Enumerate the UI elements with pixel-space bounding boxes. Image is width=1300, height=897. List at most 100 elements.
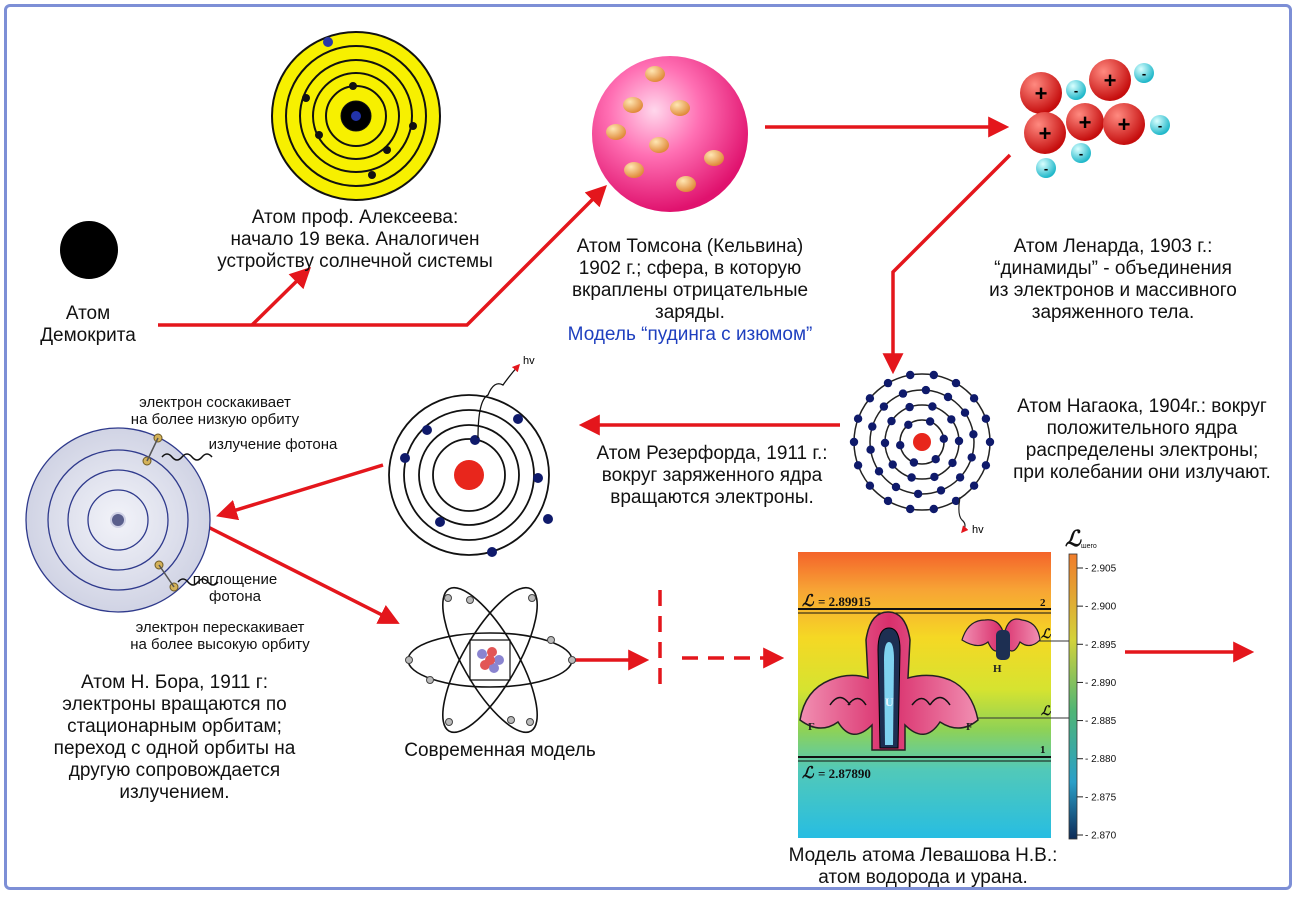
- nagaoka-electron: [969, 394, 979, 403]
- scale-tick-label: - 2.905: [1085, 564, 1117, 575]
- thomson-model-caption: Модель “пудинга с изюмом”: [567, 324, 813, 345]
- level-label-1: 1: [1040, 744, 1046, 756]
- nagaoka-electron: [879, 402, 889, 411]
- svg-text:+: +: [1039, 121, 1052, 146]
- nagaoka-atom: [849, 370, 995, 534]
- svg-text:-: -: [1079, 146, 1083, 161]
- nagaoka-electron: [931, 455, 940, 464]
- lenard-minus-particle: -: [1134, 63, 1154, 83]
- nagaoka-electron: [909, 458, 919, 467]
- nagaoka-electron: [883, 378, 893, 388]
- flow-arrows: [158, 116, 1255, 688]
- nagaoka-electron: [874, 467, 884, 476]
- democritus-atom: [60, 221, 118, 279]
- modern-caption: Современная модель: [404, 740, 596, 761]
- svg-text:U: U: [885, 695, 894, 709]
- thomson-atom: [592, 56, 748, 212]
- svg-text:F: F: [808, 721, 815, 733]
- nagaoka-electron: [853, 414, 863, 423]
- scale-title: ℒ: [1065, 526, 1082, 551]
- nagaoka-electron: [907, 473, 916, 482]
- rutherford-hv-label: hv: [523, 355, 535, 367]
- arrow-bohr-modern: [207, 525, 400, 624]
- nagaoka-electron: [883, 496, 893, 506]
- nagaoka-electron: [969, 481, 979, 490]
- scale-ticks: - 2.905- 2.900- 2.895- 2.890- 2.885- 2.8…: [1077, 564, 1117, 842]
- svg-text:ℒ: ℒ: [1041, 703, 1051, 718]
- modern-nucleus: [477, 647, 504, 673]
- lenard-atom: + + + + + - - - - -: [1020, 59, 1170, 178]
- nagaoka-electron: [904, 420, 913, 429]
- svg-text:+: +: [1035, 81, 1048, 106]
- thomson-raisins: [606, 66, 724, 192]
- nagaoka-electron: [947, 415, 956, 424]
- nagaoka-electron: [960, 408, 970, 417]
- nagaoka-electron: [865, 481, 875, 490]
- scale-tick-label: - 2.900: [1085, 602, 1117, 613]
- modern-atom: [405, 586, 576, 734]
- nagaoka-electron: [865, 394, 875, 403]
- bohr-absorbed-photon: [177, 578, 219, 586]
- nagaoka-electron: [948, 458, 957, 468]
- nagaoka-electron: [930, 472, 939, 482]
- rutherford-atom: [388, 363, 553, 557]
- nagaoka-electron: [969, 430, 978, 439]
- nagaoka-electron: [891, 482, 901, 492]
- levashov-l-lower: = 2.87890: [818, 766, 871, 781]
- alekseev-caption: Атом проф. Алексеева:начало 19 века. Ана…: [217, 207, 493, 272]
- svg-text:-: -: [1158, 118, 1162, 133]
- scale-tick-label: - 2.890: [1085, 678, 1117, 689]
- lenard-plus-particle: +: [1066, 103, 1104, 141]
- levashov-caption: Модель атома Левашова Н.В.:атом водорода…: [788, 845, 1058, 888]
- nagaoka-electron: [981, 414, 991, 423]
- scale-tick-label: - 2.870: [1085, 831, 1117, 842]
- scale-tick-label: - 2.875: [1085, 792, 1117, 803]
- svg-text:-: -: [1074, 83, 1078, 98]
- rutherford-photon-path: [477, 363, 521, 439]
- levashov-l-symbol: ℒ: [802, 765, 815, 782]
- nagaoka-electrons: [849, 370, 995, 514]
- nagaoka-electron: [954, 436, 964, 446]
- lenard-plus-particle: +: [1089, 59, 1131, 101]
- nagaoka-electron: [925, 417, 935, 426]
- levashov-color-scale: [1068, 553, 1078, 840]
- lenard-minus-particle: -: [1036, 158, 1056, 178]
- nagaoka-electron: [981, 461, 991, 470]
- scale-tick-label: - 2.880: [1085, 754, 1117, 765]
- lenard-minus-particle: -: [1150, 115, 1170, 135]
- nagaoka-electron: [967, 453, 976, 462]
- svg-text:ℒ: ℒ: [1041, 626, 1051, 641]
- nagaoka-electron: [929, 504, 938, 514]
- arrow-lenard-nagaoka: [882, 153, 1012, 375]
- nagaoka-electron: [896, 441, 905, 450]
- bohr-atom: [25, 427, 219, 613]
- nagaoka-electron: [853, 461, 863, 470]
- bohr-note-emission: излучение фотона: [208, 436, 338, 453]
- nagaoka-electron: [849, 437, 859, 447]
- svg-text:-: -: [1142, 66, 1146, 81]
- level-label-2: 2: [1040, 597, 1046, 609]
- rutherford-caption: Атом Резерфорда, 1911 г.:вокруг заряженн…: [596, 443, 828, 508]
- nagaoka-electron: [985, 437, 995, 447]
- nagaoka-electron: [898, 389, 908, 398]
- nagaoka-electron: [913, 489, 923, 499]
- alekseev-atom: [271, 31, 441, 201]
- nagaoka-electron: [888, 460, 897, 469]
- nagaoka-photon-path: [958, 496, 969, 534]
- svg-text:+: +: [1079, 110, 1092, 135]
- lenard-minus-particle: -: [1071, 143, 1091, 163]
- alekseev-electrons: [302, 37, 417, 179]
- nagaoka-electron: [955, 473, 965, 482]
- nagaoka-hv-label: hv: [972, 524, 984, 536]
- nagaoka-electron: [936, 486, 946, 495]
- modern-electrons: [405, 594, 576, 726]
- nagaoka-electron: [929, 370, 938, 380]
- nagaoka-electron: [951, 496, 961, 506]
- outer-frame: [4, 4, 1292, 890]
- nagaoka-electron: [906, 370, 915, 380]
- nagaoka-electron: [951, 378, 961, 388]
- levashov-l-symbol: ℒ: [802, 593, 815, 610]
- arrow-democritus-thomson: [158, 185, 607, 327]
